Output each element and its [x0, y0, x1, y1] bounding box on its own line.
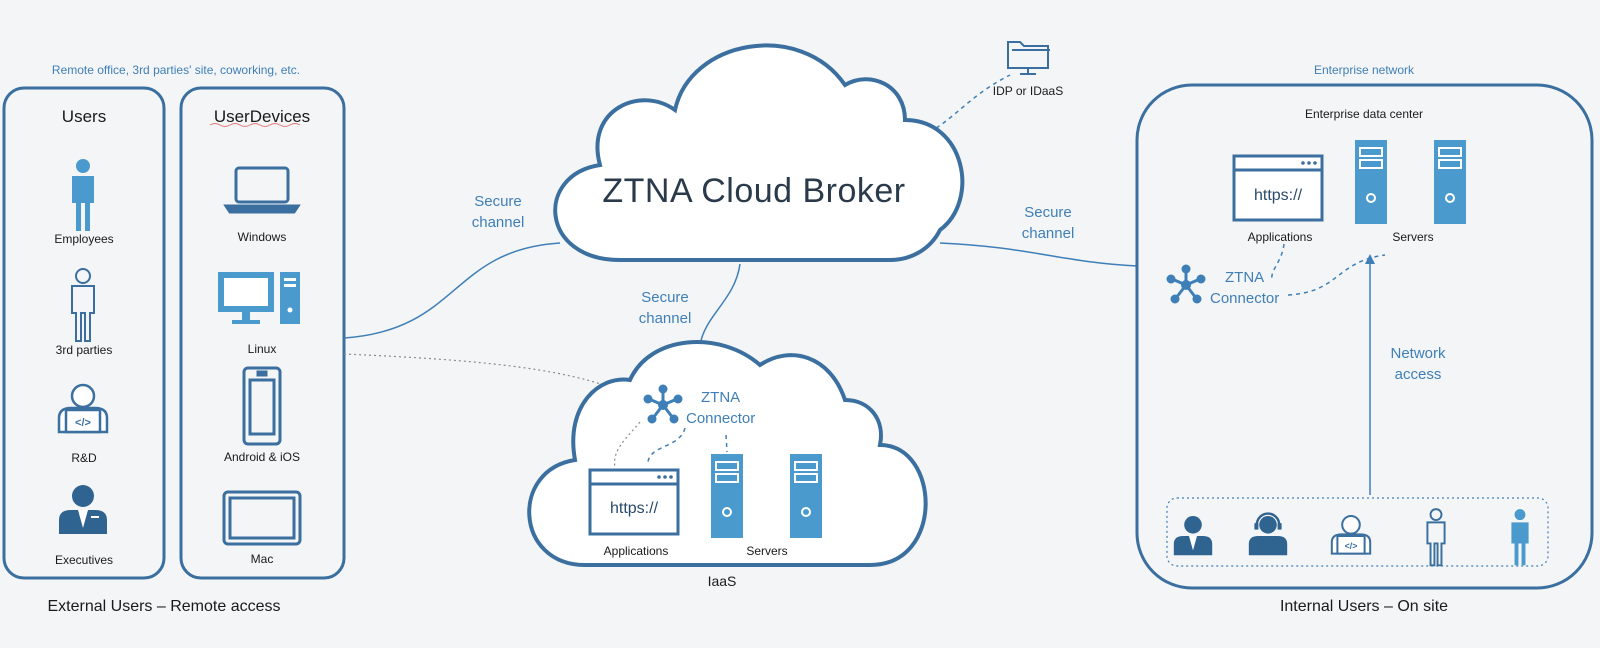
devices-item-linux: Linux — [247, 342, 277, 356]
devices-panel — [179, 86, 346, 580]
executive-icon — [59, 485, 107, 534]
enterprise-panel — [1135, 83, 1594, 590]
folder-icon — [1007, 41, 1050, 75]
secure-channel-left — [343, 242, 561, 339]
devices-item-android-ios: Android & iOS — [223, 450, 301, 464]
tablet-icon — [222, 490, 302, 546]
external-footer: External Users – Remote access — [47, 598, 281, 615]
enterprise-servers-label: Servers — [1392, 230, 1434, 244]
idp-label: IDP or IDaaS — [992, 84, 1064, 98]
secure-channel-right — [939, 242, 1138, 267]
internal-third-party-icon — [1426, 508, 1446, 567]
broker-title: ZTNA Cloud Broker — [602, 172, 906, 210]
enterprise-server-icon-1 — [1354, 139, 1388, 225]
enterprise-https-text: https:// — [1253, 187, 1303, 204]
desktop-icon — [218, 272, 300, 324]
phone-icon — [242, 366, 282, 446]
enterprise-server-icon-2 — [1433, 139, 1467, 225]
users-item-rnd: R&D — [71, 451, 97, 465]
enterprise-applications-label: Applications — [1247, 230, 1313, 244]
internal-executive-icon — [1173, 516, 1213, 556]
dotted-link-left — [343, 353, 641, 401]
svg-text:</>: </> — [75, 417, 91, 429]
devices-item-windows: Windows — [237, 230, 287, 244]
enterprise-caption: Enterprise network — [1313, 63, 1415, 77]
iaas-servers-label: Servers — [746, 544, 788, 558]
svg-text:</>: </> — [1345, 541, 1358, 551]
iaas-applications-label: Applications — [603, 544, 669, 558]
devices-panel-title: UserDevices — [213, 107, 311, 126]
devices-item-mac: Mac — [250, 552, 274, 566]
users-item-employees: Employees — [54, 232, 114, 246]
broker-cloud — [553, 43, 965, 262]
iaas-label: IaaS — [707, 573, 737, 589]
support-agent-icon — [1248, 512, 1288, 556]
users-panel-title: Users — [61, 107, 107, 126]
internal-users-group — [1166, 497, 1549, 567]
enterprise-connector-icon — [1165, 263, 1207, 305]
internal-employee-icon — [1511, 509, 1529, 566]
iaas-server-icon-1 — [710, 453, 744, 539]
users-panel — [2, 86, 166, 580]
secure-channel-middle — [699, 263, 741, 346]
remote-caption: Remote office, 3rd parties' site, cowork… — [51, 63, 301, 77]
users-item-executives: Executives — [54, 553, 114, 567]
laptop-icon — [223, 166, 301, 214]
internal-developer-icon: </> — [1330, 514, 1372, 555]
third-party-icon — [71, 268, 95, 342]
iaas-server-icon-2 — [789, 453, 823, 539]
enterprise-data-center-label: Enterprise data center — [1304, 107, 1424, 121]
developer-icon: </> — [57, 383, 109, 434]
employee-icon — [72, 159, 94, 231]
users-item-third-parties: 3rd parties — [55, 343, 113, 357]
internal-footer: Internal Users – On site — [1279, 598, 1449, 615]
iaas-https-text: https:// — [609, 500, 659, 517]
